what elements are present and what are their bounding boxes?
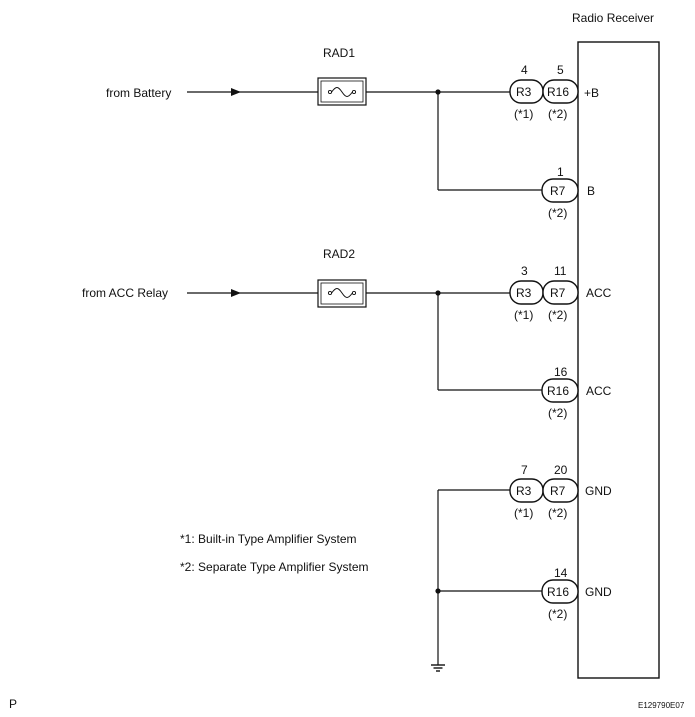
terminal-acc-1: ACC: [586, 286, 612, 300]
fuse-rad1: [317, 77, 367, 106]
legend-note-1: *1: Built-in Type Amplifier System: [180, 532, 357, 546]
connector-r16-row1: [542, 79, 579, 104]
note-row4: (*2): [548, 406, 567, 420]
connector-r7-row3: [542, 280, 579, 305]
fuse-rad1-label: RAD1: [323, 46, 355, 60]
pin-7: 7: [521, 463, 528, 477]
note-row2: (*2): [548, 206, 567, 220]
connector-r16-row1-label: R16: [547, 85, 569, 99]
connector-r7-row2-label: R7: [550, 184, 566, 198]
note-row1-a: (*1): [514, 107, 533, 121]
terminal-plus-b: +B: [584, 86, 599, 100]
note-row3-a: (*1): [514, 308, 533, 322]
connector-r16-row4: [541, 378, 579, 403]
pin-11: 11: [554, 264, 567, 278]
pin-5: 5: [557, 63, 564, 77]
pin-1: 1: [557, 165, 564, 179]
radio-receiver-title: Radio Receiver: [572, 11, 654, 25]
fuse-rad2-label: RAD2: [323, 247, 355, 261]
connector-r16-row6: [541, 579, 579, 604]
connector-r7-row2: [541, 178, 579, 203]
note-row5-a: (*1): [514, 506, 533, 520]
ground-symbol: [431, 664, 445, 672]
connector-r3-row3-label: R3: [516, 286, 532, 300]
note-row1-b: (*2): [548, 107, 567, 121]
radio-receiver-box: [577, 41, 660, 679]
connector-r7-row3-label: R7: [550, 286, 566, 300]
pin-4: 4: [521, 63, 528, 77]
terminal-gnd-1: GND: [585, 484, 612, 498]
connector-r3-row1-label: R3: [516, 85, 532, 99]
note-row6: (*2): [548, 607, 567, 621]
connector-r7-row5-label: R7: [550, 484, 566, 498]
connector-r16-row6-label: R16: [547, 585, 569, 599]
connector-r3-row5-label: R3: [516, 484, 532, 498]
connector-r7-row5: [542, 478, 579, 503]
source-acc-relay-label: from ACC Relay: [82, 286, 168, 300]
figure-code: E129790E07: [638, 701, 685, 710]
note-row3-b: (*2): [548, 308, 567, 322]
legend-note-2: *2: Separate Type Amplifier System: [180, 560, 369, 574]
terminal-acc-2: ACC: [586, 384, 612, 398]
connector-r16-row4-label: R16: [547, 384, 569, 398]
pin-3: 3: [521, 264, 528, 278]
fuse-rad2: [317, 279, 367, 308]
pin-20: 20: [554, 463, 568, 477]
pin-16: 16: [554, 365, 568, 379]
terminal-gnd-2: GND: [585, 585, 612, 599]
note-row5-b: (*2): [548, 506, 567, 520]
corner-left-mark: P: [9, 697, 17, 711]
pin-14: 14: [554, 566, 568, 580]
terminal-b: B: [587, 184, 595, 198]
source-battery-label: from Battery: [106, 86, 171, 100]
